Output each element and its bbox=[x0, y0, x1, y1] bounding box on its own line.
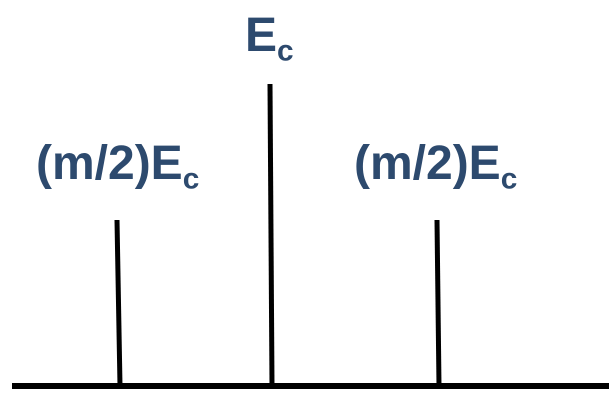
right-sideband-line bbox=[434, 219, 442, 387]
right-sideband-label-subscript: c bbox=[500, 162, 518, 196]
right-sideband-label: (m/2)Ec bbox=[354, 137, 517, 194]
left-sideband-label: (m/2)Ec bbox=[36, 137, 199, 194]
carrier-label-subscript: c bbox=[277, 34, 294, 68]
carrier-label: Ec bbox=[245, 9, 294, 66]
left-sideband-label-main: (m/2)E bbox=[36, 137, 183, 190]
left-sideband-label-subscript: c bbox=[182, 162, 200, 196]
left-sideband-line bbox=[114, 219, 123, 387]
center-carrier-line bbox=[267, 83, 275, 387]
right-sideband-label-main: (m/2)E bbox=[354, 137, 501, 190]
carrier-label-main: E bbox=[245, 9, 278, 62]
